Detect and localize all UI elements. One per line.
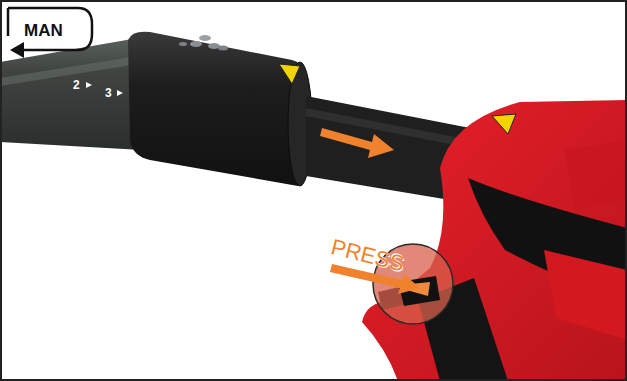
mode-label: MAN (24, 22, 63, 39)
position-number: 3 (105, 87, 112, 99)
position-number: 2 (73, 79, 80, 91)
